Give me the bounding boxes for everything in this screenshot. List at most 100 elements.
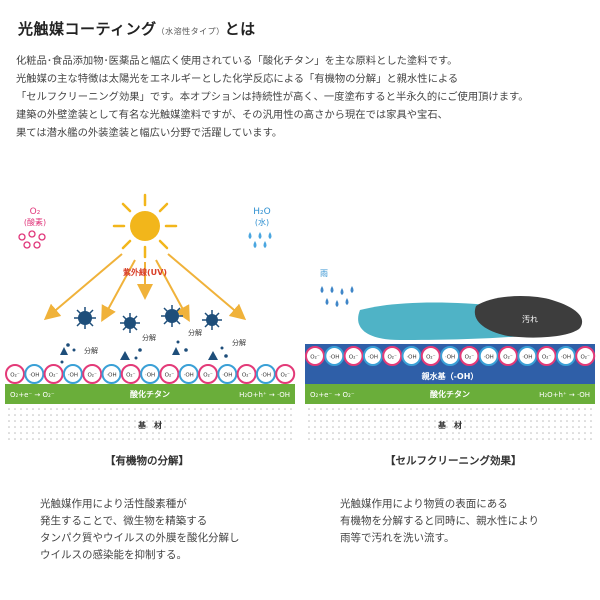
right-description: 光触媒作用により物質の表面にある 有機物を分解すると同時に、親水性により 雨等で… xyxy=(340,496,539,547)
superoxide-bead xyxy=(459,346,480,366)
right-caption: 【セルフクリーニング効果】 xyxy=(385,455,522,467)
superoxide-bead xyxy=(343,346,364,366)
superoxide-bead xyxy=(498,346,518,366)
bead-label: O₂⁻ xyxy=(387,355,397,361)
virus-icon xyxy=(60,305,228,364)
bead-label: O₂⁻ xyxy=(280,373,290,379)
superoxide-bead xyxy=(120,364,141,384)
bead-label: ·OH xyxy=(406,355,416,361)
bead-label: ·OH xyxy=(445,355,455,361)
h2o-label: H₂O xyxy=(253,207,270,217)
page-title: 光触媒コーティング（水溶性タイプ）とは xyxy=(18,18,256,39)
desc-line: 光触媒作用により物質の表面にある xyxy=(340,498,508,510)
bead-label: ·OH xyxy=(561,355,571,361)
titanium-oxide-layer xyxy=(305,384,595,404)
superoxide-bead xyxy=(5,364,25,384)
title-main: 光触媒コーティング xyxy=(18,20,157,38)
bead-label: O₂⁻ xyxy=(10,373,20,379)
bead-label: ·OH xyxy=(522,355,532,361)
titanium-oxide-layer xyxy=(5,384,295,404)
uv-arrows xyxy=(43,253,247,323)
superoxide-bead xyxy=(382,346,403,366)
superoxide-bead xyxy=(575,346,596,366)
bead-label: ·OH xyxy=(368,355,378,361)
equation-left: O₂+e⁻ → O₂⁻ xyxy=(10,391,55,399)
hydroxyl-bead xyxy=(478,346,499,366)
desc-line: 発生することで、微生物を精築する xyxy=(40,515,208,527)
photocatalyst-diagram: O₂ (酸素) H₂O (水) xyxy=(5,193,596,442)
desc-line: タンパク質やウイルスの外膜を酸化分解し xyxy=(40,532,240,544)
dirt-blob xyxy=(474,296,583,338)
bead-label: O₂⁻ xyxy=(503,355,513,361)
hydroxyl-bead xyxy=(217,364,238,384)
sun-icon xyxy=(112,193,178,259)
title-sub: （水溶性タイプ） xyxy=(156,27,225,36)
uv-label: 紫外線(UV) xyxy=(123,267,167,277)
superoxide-bead xyxy=(43,364,64,384)
intro-text: 化粧品･食品添加物･医薬品と幅広く使用されている「酸化チタン」を主な原料とした塗… xyxy=(16,52,586,142)
desc-line: 光触媒作用により活性酸素種が xyxy=(40,498,187,510)
equation-right: H₂O+h⁺ → ·OH xyxy=(239,391,290,399)
bead-label: ·OH xyxy=(145,373,155,379)
superoxide-bead xyxy=(536,346,557,366)
intro-line: 「セルフクリーニング効果」です。本オプションは持続性が高く、一度塗布すると半永久… xyxy=(16,91,529,103)
equation-right: H₂O+h⁺ → ·OH xyxy=(539,391,590,399)
bead-label: O₂⁻ xyxy=(426,355,436,361)
bead-label: ·OH xyxy=(106,373,116,379)
bead-label: O₂⁻ xyxy=(310,355,320,361)
h2o-sublabel: (水) xyxy=(255,217,269,227)
superoxide-bead xyxy=(420,346,441,366)
bead-label: O₂⁻ xyxy=(203,373,213,379)
hydroxyl-bead xyxy=(401,346,422,366)
oxygen-dots-icon xyxy=(18,230,46,249)
bead-label: ·OH xyxy=(329,355,339,361)
base-layer xyxy=(305,404,595,442)
left-description: 光触媒作用により活性酸素種が 発生することで、微生物を精築する タンパク質やウイ… xyxy=(40,496,240,564)
bead-label: O₂⁻ xyxy=(126,373,136,379)
title-end: とは xyxy=(224,20,256,38)
decompose-label: 分解 xyxy=(232,338,246,347)
decompose-label: 分解 xyxy=(188,328,202,337)
bead-label: O₂⁻ xyxy=(165,373,175,379)
bead-label: ·OH xyxy=(261,373,271,379)
bead-label: O₂⁻ xyxy=(87,373,97,379)
superoxide-bead xyxy=(159,364,180,384)
superoxide-bead xyxy=(236,364,257,384)
rain-label: 雨 xyxy=(320,269,328,278)
base-layer xyxy=(5,404,295,442)
decompose-label: 分解 xyxy=(142,333,156,342)
hydroxyl-bead xyxy=(555,346,576,366)
dirt-label: 汚れ xyxy=(522,314,538,324)
hydroxyl-bead xyxy=(62,364,83,384)
hydroxyl-bead xyxy=(101,364,122,384)
desc-line: ウイルスの感染能を抑制する。 xyxy=(40,549,187,561)
hydroxyl-bead xyxy=(255,364,276,384)
bead-label: O₂⁻ xyxy=(542,355,552,361)
hydroxyl-bead xyxy=(440,346,461,366)
bead-label: ·OH xyxy=(222,373,232,379)
water-drops-icon xyxy=(248,232,272,248)
desc-line: 有機物を分解すると同時に、親水性により xyxy=(340,515,539,527)
o2-label: O₂ xyxy=(30,207,41,217)
bead-label: O₂⁻ xyxy=(349,355,359,361)
left-caption: 【有機物の分解】 xyxy=(105,455,189,467)
superoxide-bead xyxy=(305,346,325,366)
bead-label: ·OH xyxy=(29,373,39,379)
superoxide-bead xyxy=(275,364,296,384)
hydroxyl-bead xyxy=(178,364,199,384)
bead-label: ·OH xyxy=(184,373,194,379)
hydroxyl-bead xyxy=(324,346,345,366)
left-diagram: O₂ (酸素) H₂O (水) xyxy=(5,193,296,442)
superoxide-bead xyxy=(82,364,103,384)
hydroxyl-bead xyxy=(24,364,45,384)
rain-drops-icon xyxy=(320,286,354,307)
bead-label: ·OH xyxy=(484,355,494,361)
desc-line: 雨等で汚れを洗い流す。 xyxy=(340,532,455,544)
layer-label: 酸化チタン xyxy=(430,389,470,399)
hydroxyl-bead xyxy=(140,364,161,384)
right-diagram: 雨 汚れ O₂⁻ ·OH O₂⁻ ·OH O₂⁻ ·OH O₂⁻ ·OH O₂⁻ ·OH O₂⁻ ·O… xyxy=(305,269,596,442)
bead-label: O₂⁻ xyxy=(49,373,59,379)
intro-line: 化粧品･食品添加物･医薬品と幅広く使用されている「酸化チタン」を主な原料とした塗… xyxy=(16,55,458,67)
